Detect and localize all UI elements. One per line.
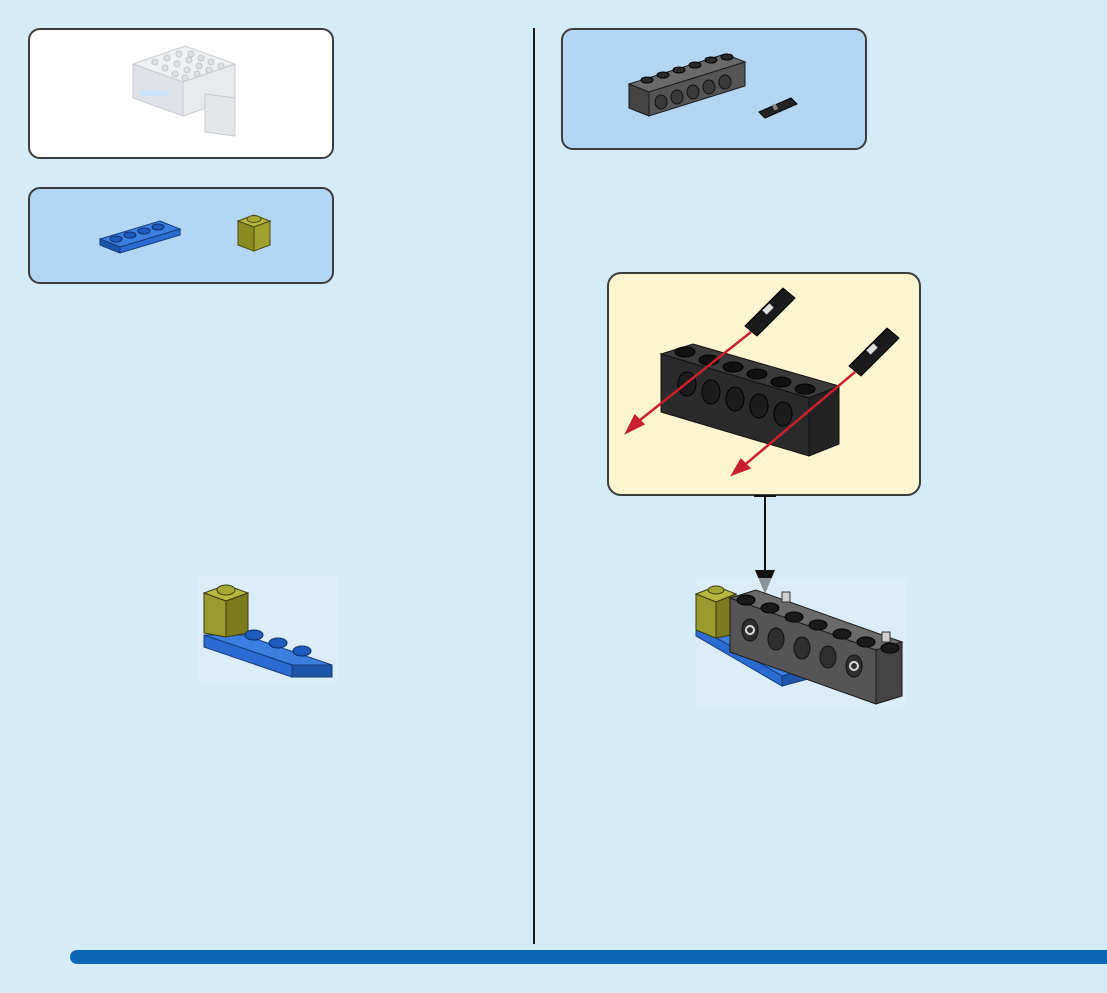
column-divider — [533, 28, 535, 944]
reference-model-panel — [28, 28, 334, 159]
blue-plate-1x4-icon — [96, 209, 186, 254]
technic-beam-icon — [625, 44, 755, 124]
pin-insertion-icon — [609, 274, 919, 494]
parts-list-panel — [28, 187, 334, 284]
page-footer-bar — [70, 950, 1107, 964]
olive-brick-1x1-icon — [234, 209, 274, 257]
assembly-step-icon-right — [696, 578, 906, 706]
technic-pin-icon — [755, 90, 801, 120]
parts-list-panel-right — [561, 28, 867, 150]
pin-insertion-callout — [607, 272, 921, 496]
assembly-step-icon — [198, 575, 338, 685]
completed-model-icon — [125, 44, 255, 144]
